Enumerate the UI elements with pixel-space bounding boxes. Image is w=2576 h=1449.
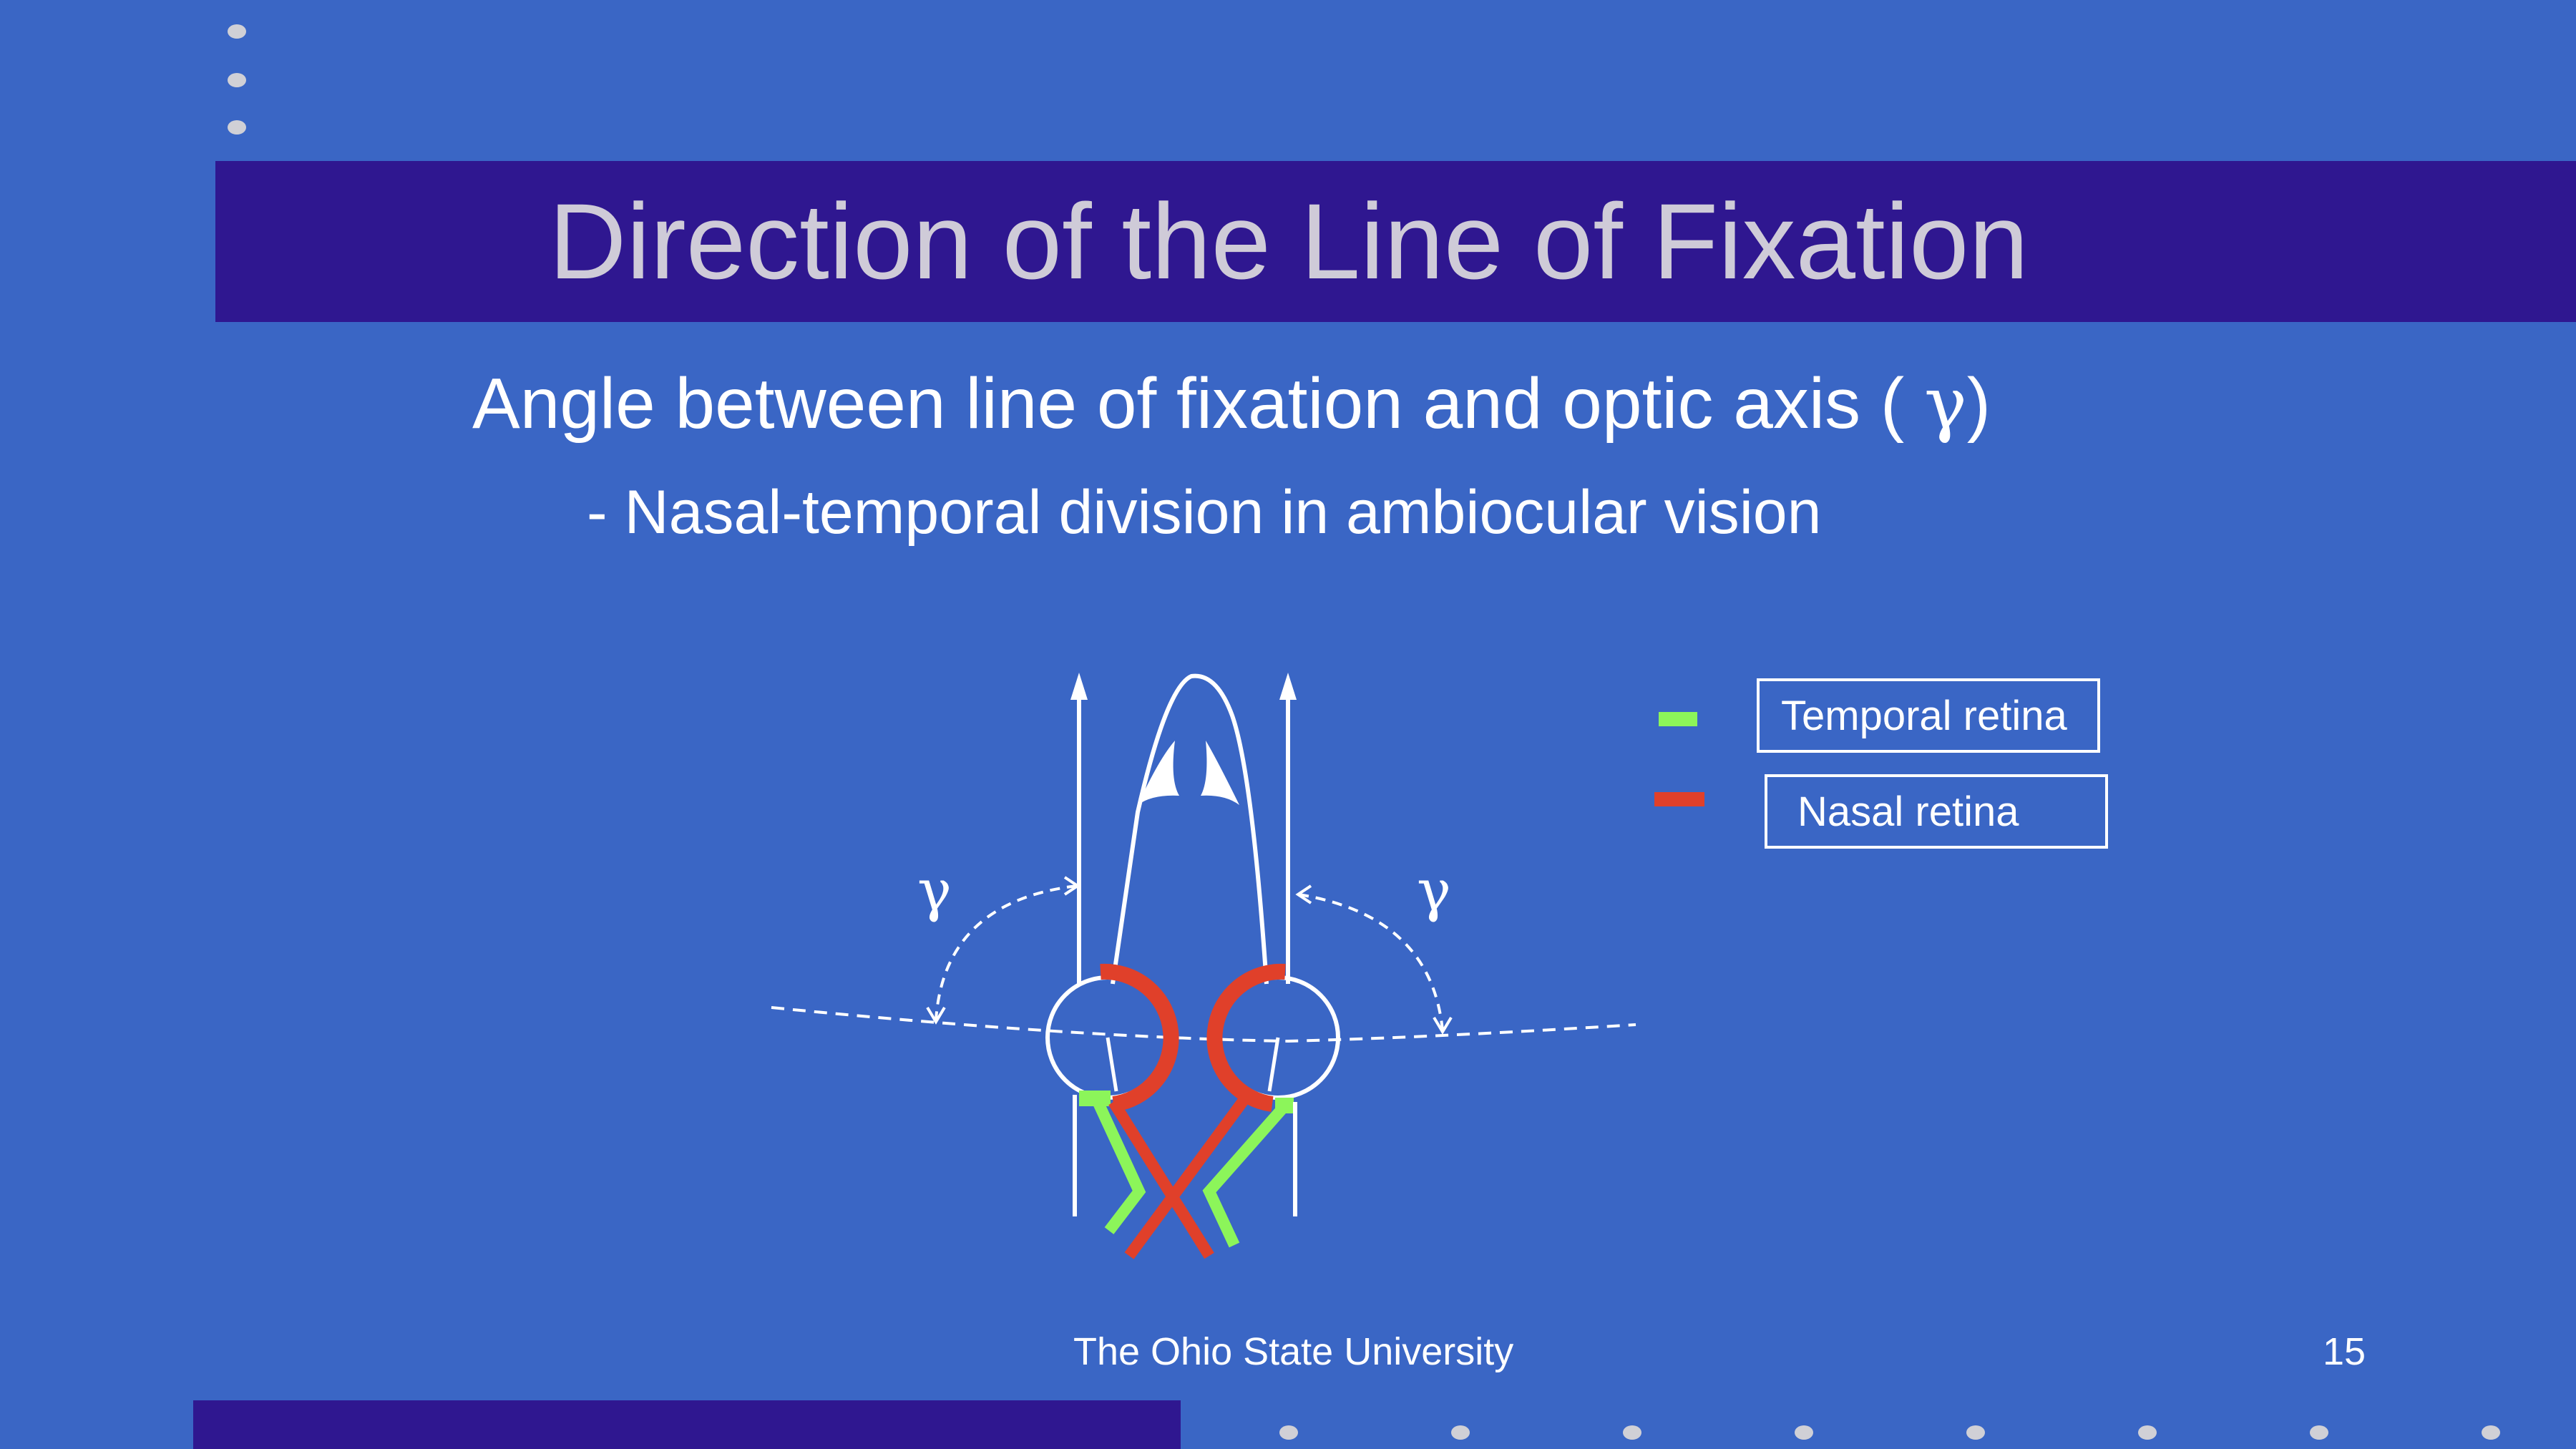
footer-institution: The Ohio State University xyxy=(1073,1330,1514,1373)
decor-dot xyxy=(2310,1425,2328,1440)
right-gamma-arrow-top xyxy=(1295,884,1312,904)
right-temporal-pathway xyxy=(1202,1101,1289,1248)
left-gamma-arrow-bottom xyxy=(926,1006,946,1025)
decor-dot xyxy=(1279,1425,1298,1440)
bottom-bar xyxy=(193,1400,1181,1449)
legend-nasal-label: Nasal retina xyxy=(1797,788,2019,835)
decor-dot xyxy=(1795,1425,1813,1440)
left-fixation-arrowhead xyxy=(1070,673,1088,700)
legend-temporal-label: Temporal retina xyxy=(1781,692,2067,739)
slide-title: Direction of the Line of Fixation xyxy=(549,181,2029,301)
decor-dot xyxy=(1623,1425,1641,1440)
left-temporal-pathway xyxy=(1091,1096,1146,1234)
decor-dot xyxy=(228,120,246,135)
target-right-lobe xyxy=(1201,741,1239,805)
right-fixation-arrowhead xyxy=(1279,673,1297,700)
left-gamma-label: γ xyxy=(917,857,952,924)
baseline-dashed-line xyxy=(771,1006,1636,1043)
decor-dot xyxy=(228,24,246,39)
slide-subtitle: Angle between line of fixation and optic… xyxy=(472,361,1991,445)
subtitle-gamma-symbol: γ xyxy=(1924,361,1967,445)
decor-dot xyxy=(1451,1425,1470,1440)
target-left-lobe xyxy=(1138,741,1179,805)
slide-subpoint: - Nasal-temporal division in ambiocular … xyxy=(587,478,1822,547)
decor-dot xyxy=(228,73,246,87)
title-bar xyxy=(215,161,2576,322)
decor-dot xyxy=(2138,1425,2157,1440)
right-nasal-pathway xyxy=(1124,1095,1250,1259)
left-eye-nasal-retina-arc xyxy=(1100,963,1179,1112)
decor-dot xyxy=(2482,1425,2500,1440)
target-outline xyxy=(1111,673,1269,985)
right-optic-axis-stub xyxy=(1267,1037,1280,1092)
right-gamma-label: γ xyxy=(1417,857,1451,924)
legend-temporal-retina: Temporal retina xyxy=(1757,678,2100,753)
subtitle-close: ) xyxy=(1966,364,1991,444)
right-gamma-arrow-bottom xyxy=(1433,1016,1453,1035)
page-number: 15 xyxy=(2323,1330,2366,1373)
left-gamma-arc xyxy=(935,884,1078,1020)
subtitle-text: Angle between line of fixation and optic… xyxy=(472,364,1925,444)
left-nasal-pathway xyxy=(1108,1098,1214,1259)
left-optic-axis-stub xyxy=(1106,1037,1118,1092)
left-gamma-arrow-top xyxy=(1063,876,1080,896)
legend-nasal-retina: Nasal retina xyxy=(1765,774,2108,849)
decor-dot xyxy=(1966,1425,1985,1440)
right-eye-nasal-retina-arc xyxy=(1206,963,1286,1112)
